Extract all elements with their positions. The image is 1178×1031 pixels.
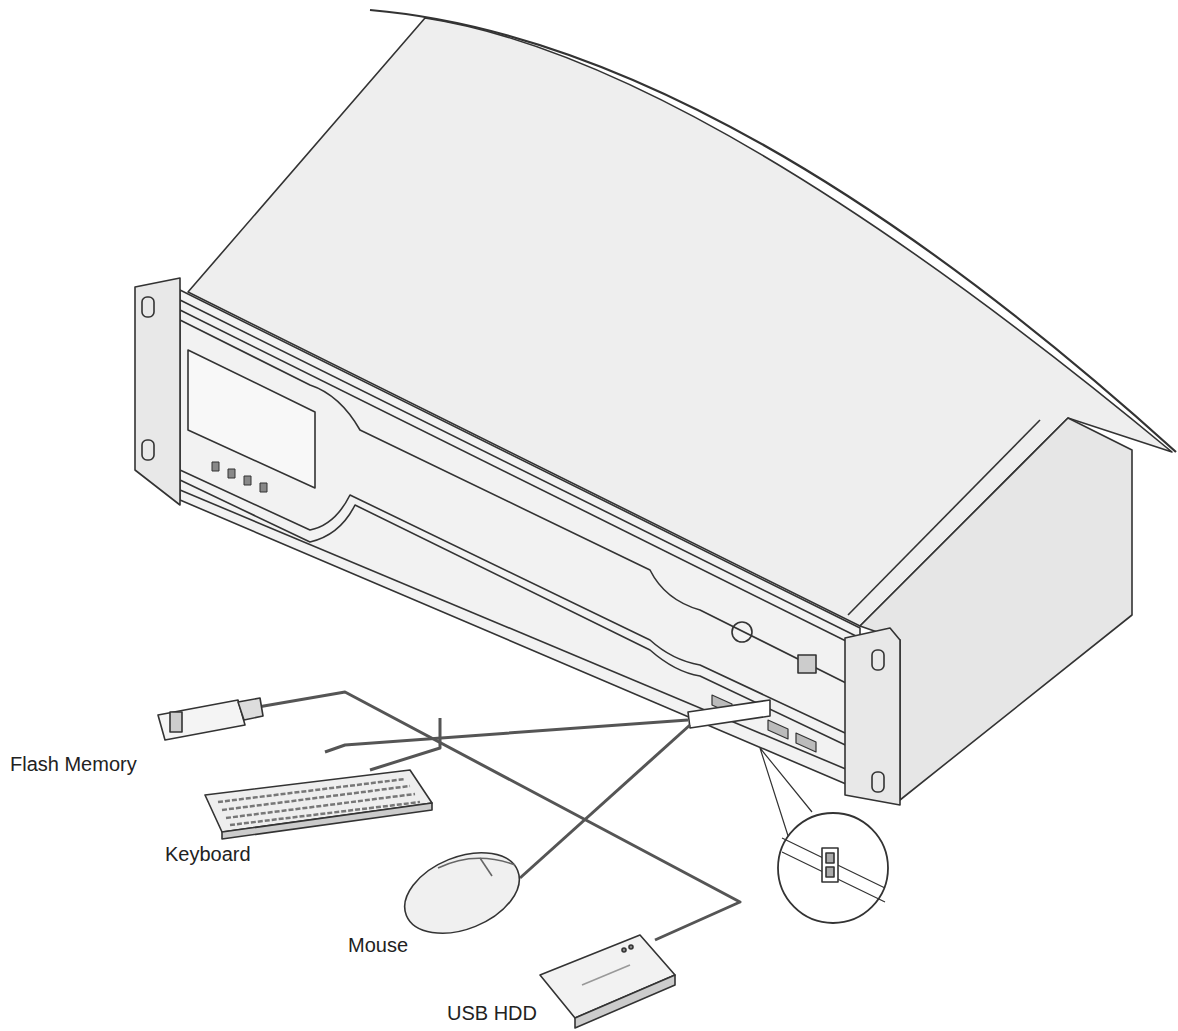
lid-seam bbox=[848, 420, 1040, 615]
device-label: Mouse bbox=[348, 933, 408, 957]
ear-hole bbox=[872, 772, 884, 792]
front-panel bbox=[180, 290, 860, 790]
display-window bbox=[188, 350, 315, 488]
usb-hdd bbox=[540, 935, 675, 1028]
usb-plug bbox=[688, 700, 770, 728]
rack-ear bbox=[845, 628, 900, 805]
device-label: USB HDD bbox=[447, 1001, 537, 1025]
zoom-port bbox=[826, 853, 834, 863]
zoom-circle bbox=[778, 813, 888, 923]
ear-hole bbox=[142, 440, 154, 460]
panel-stripe bbox=[180, 470, 860, 740]
ir-window bbox=[732, 622, 752, 642]
panel-stripe bbox=[180, 310, 860, 648]
zoom-detail bbox=[782, 838, 885, 902]
panel-stripe bbox=[180, 480, 860, 752]
ear-hole bbox=[142, 297, 154, 317]
device-label: Flash Memory bbox=[10, 752, 137, 776]
zoom-port bbox=[822, 848, 838, 882]
front-buttons bbox=[212, 462, 267, 492]
keyboard bbox=[205, 770, 432, 839]
panel-stripe bbox=[180, 320, 860, 690]
cutaway-curve bbox=[370, 10, 1176, 452]
panel-stripe bbox=[180, 490, 860, 775]
zoom-port bbox=[826, 867, 834, 877]
flash-drive bbox=[158, 698, 263, 740]
rack-ear bbox=[135, 278, 180, 505]
ear-hole bbox=[872, 650, 884, 670]
panel-stripe bbox=[180, 300, 860, 638]
panel-key bbox=[798, 655, 816, 673]
device-label: Keyboard bbox=[165, 842, 251, 866]
mouse bbox=[393, 837, 531, 949]
